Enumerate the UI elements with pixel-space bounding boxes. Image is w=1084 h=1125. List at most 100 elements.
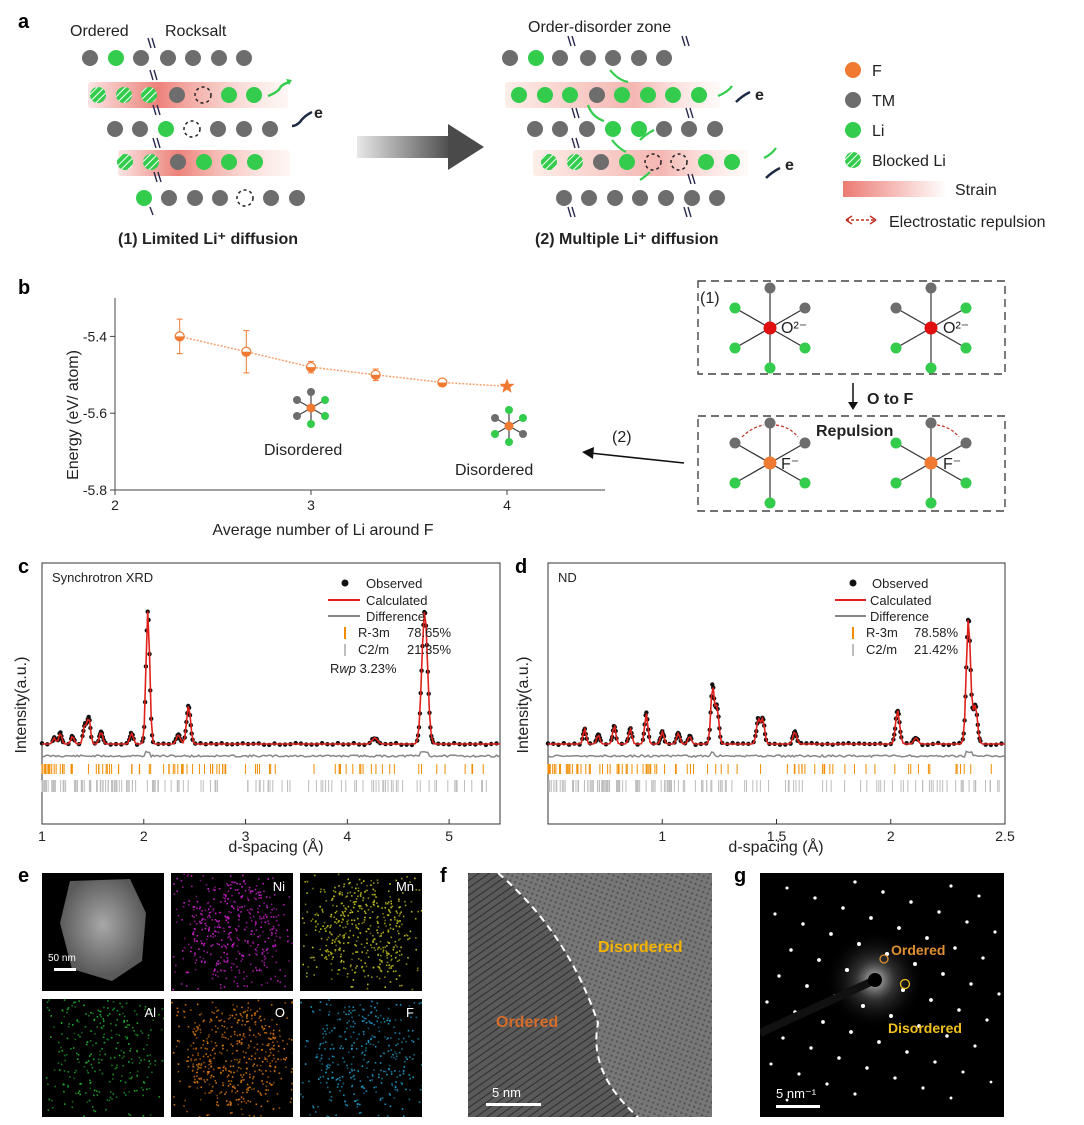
b-data-point-half	[175, 336, 185, 341]
d-legend-phase1-frac: 78.58%	[914, 625, 959, 640]
c-legend-phase2-frac: 21.35%	[407, 642, 452, 657]
f-ion-label-1: F⁻	[781, 456, 799, 473]
legend-li: Li	[872, 123, 884, 140]
diffraction-spot	[893, 1076, 897, 1080]
diffraction-spot	[769, 1062, 773, 1066]
panel-label-g: g	[734, 865, 746, 887]
hrtem-image: Disordered Ordered 5 nm	[468, 873, 712, 1117]
d-legend-calculated: Calculated	[870, 593, 931, 608]
legend-repulsion: Electrostatic repulsion	[889, 214, 1046, 231]
o-to-f-label: O to F	[867, 391, 913, 408]
o-ion-label-2: O²⁻	[943, 320, 969, 337]
b-ytick-label: -5.4	[83, 328, 107, 344]
legend-strain: Strain	[955, 182, 997, 199]
panel-label-d: d	[515, 556, 527, 578]
observed-point	[86, 714, 91, 720]
cluster-label-2: Disordered	[455, 462, 533, 479]
b-xtick-label: 2	[111, 497, 119, 513]
diffraction-spot	[889, 1014, 893, 1018]
hrtem-scale-label: 5 nm	[492, 1085, 521, 1100]
panel-label-c: c	[18, 556, 29, 578]
diffraction-spot	[945, 1034, 949, 1038]
diffraction-spot	[785, 1098, 789, 1102]
diffraction-spot	[857, 942, 861, 946]
c-legend-observed: Observed	[366, 576, 422, 591]
d-legend-phase2-frac: 21.42%	[914, 642, 959, 657]
diffraction-spot	[797, 1072, 801, 1076]
f-label: F	[406, 1005, 414, 1020]
diffraction-spot	[841, 906, 845, 910]
diffraction-spot	[985, 1018, 989, 1022]
diffraction-spot	[801, 922, 805, 926]
diffraction-spot	[941, 972, 945, 976]
diffraction-spot	[993, 930, 997, 934]
diffraction-spot	[997, 992, 1001, 996]
diffraction-spot	[925, 936, 929, 940]
eds-map-haadf: 50 nm	[42, 873, 164, 991]
diffraction-spot	[957, 1008, 961, 1012]
repulsion-label: Repulsion	[816, 423, 893, 440]
c-legend-phase1: R-3m	[358, 625, 390, 640]
hrtem-ordered-label: Ordered	[496, 1014, 559, 1031]
ordered-label: Ordered	[70, 23, 129, 40]
diffraction-spot	[789, 948, 793, 952]
o-ion-label-1: O²⁻	[781, 320, 807, 337]
diffraction-spot	[949, 1096, 953, 1100]
c-xlabel: d-spacing (Å)	[228, 837, 323, 856]
eds-map-o: O	[171, 999, 293, 1117]
calculated-line	[42, 611, 500, 745]
legend-tm: TM	[872, 93, 895, 110]
difference-line	[41, 750, 501, 759]
diffraction-spot	[949, 884, 953, 888]
haadf-scale-label: 50 nm	[48, 953, 76, 964]
d-legend: Observed Calculated Difference R-3m 78.5…	[835, 576, 959, 657]
electron-label-1: e	[314, 105, 323, 122]
hrtem-disordered-label: Disordered	[598, 939, 683, 956]
cluster-icon-1	[293, 388, 329, 428]
diffraction-spot	[805, 984, 809, 988]
electron-label-3: e	[785, 157, 794, 174]
calculated-line	[548, 620, 1005, 745]
diffraction-spot	[897, 926, 901, 930]
diffraction-spot	[989, 1080, 993, 1084]
eds-map-mn: Mn	[300, 873, 422, 991]
diffraction-spot	[849, 1030, 853, 1034]
diffraction-spot	[913, 962, 917, 966]
diffraction-spot	[909, 900, 913, 904]
observed-point	[644, 710, 649, 715]
c-legend-calculated: Calculated	[366, 593, 427, 608]
scheme-label-1: (1)	[700, 290, 720, 307]
xtick-label: 3	[242, 828, 250, 844]
legend-blocked-li: Blocked Li	[872, 153, 946, 170]
saed-pattern: Ordered Disordered 5 nm⁻¹	[760, 873, 1004, 1117]
diffraction-spot	[905, 1050, 909, 1054]
caption-limited-diffusion: (1) Limited Li⁺ diffusion	[118, 231, 298, 248]
xtick-label: 2	[140, 828, 148, 844]
diffraction-spot	[837, 1056, 841, 1060]
b-xtick-label: 4	[503, 497, 511, 513]
diffraction-spot	[877, 1040, 881, 1044]
order-disorder-zone-label: Order-disorder zone	[528, 19, 671, 36]
diffraction-spot	[969, 982, 973, 986]
diffraction-spot	[853, 1092, 857, 1096]
b-ylabel: Energy (eV/ atom)	[65, 350, 82, 480]
diffraction-spot	[829, 932, 833, 936]
panel-label-e: e	[18, 865, 29, 887]
diffraction-spot	[825, 1082, 829, 1086]
c-legend: Observed Calculated Difference R-3m 78.6…	[328, 576, 452, 676]
diffraction-spot	[773, 912, 777, 916]
b-xlabel: Average number of Li around F	[212, 522, 433, 539]
o-label: O	[274, 1005, 285, 1020]
c-legend-difference: Difference	[366, 609, 425, 624]
panel-label-b: b	[18, 277, 30, 299]
xtick-label: 4	[343, 828, 351, 844]
eds-map-ni: Ni	[171, 873, 293, 991]
d-legend-observed: Observed	[872, 576, 928, 591]
diffraction-spot	[813, 896, 817, 900]
eds-map-al: Al	[42, 999, 164, 1117]
ni-label: Ni	[272, 879, 285, 894]
d-legend-difference: Difference	[870, 609, 929, 624]
diffraction-spot	[821, 1020, 825, 1024]
